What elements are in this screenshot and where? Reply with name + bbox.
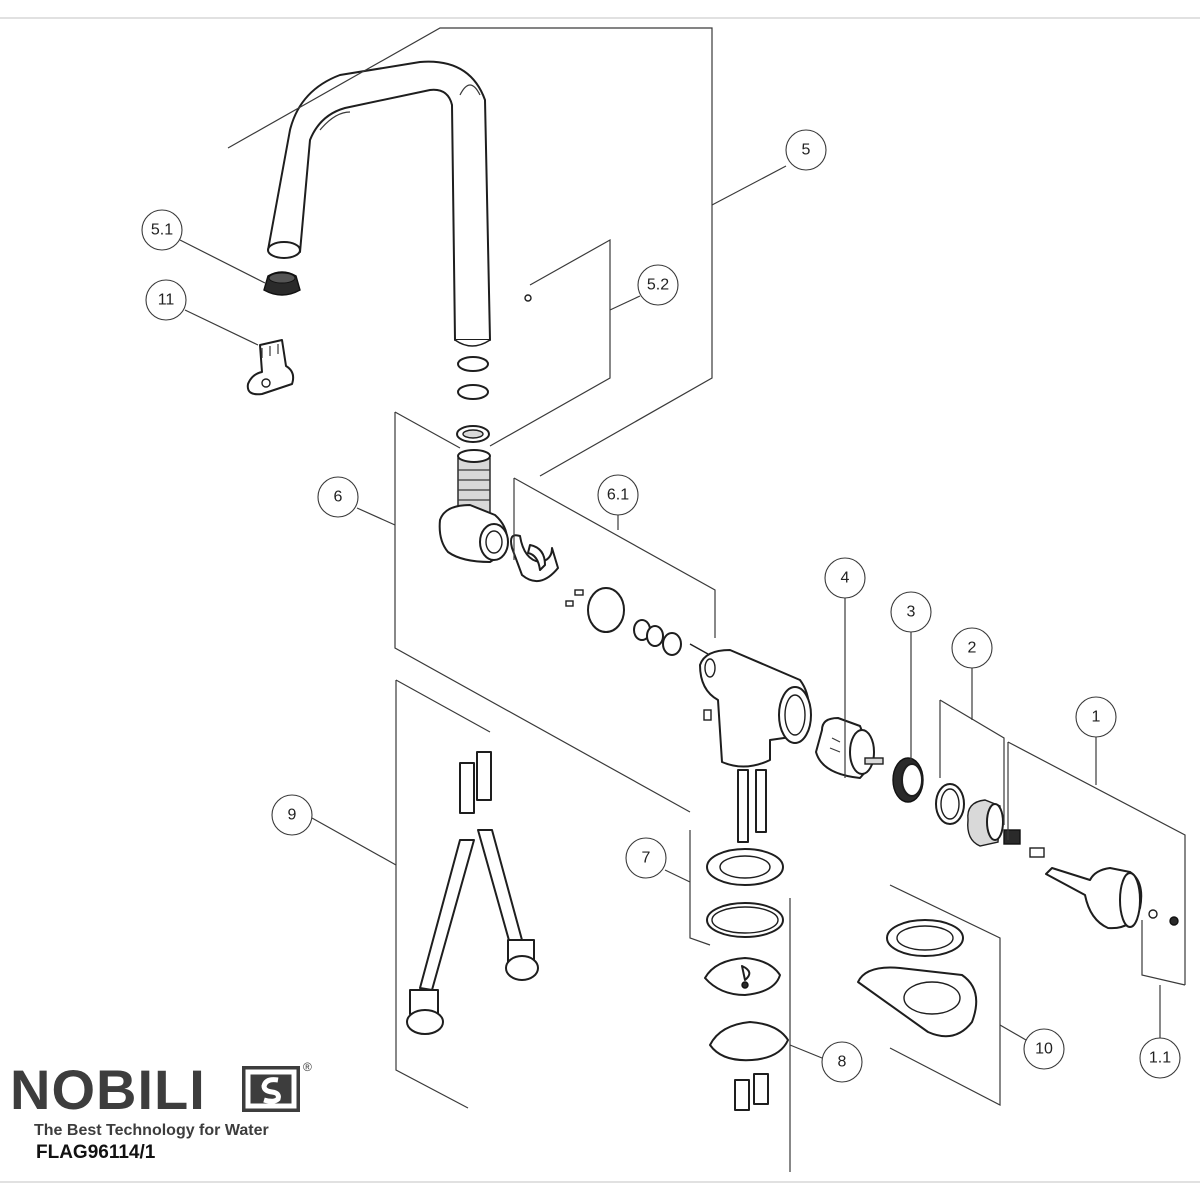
callout-11: 11 [145, 279, 187, 321]
callout-6: 6 [317, 476, 359, 518]
registered-mark: ® [303, 1060, 312, 1074]
leader-5 [711, 165, 787, 206]
svg-text:1: 1 [1092, 709, 1101, 726]
swivel-elbow [438, 449, 509, 563]
leader-10-bracket [889, 884, 1001, 1106]
lever-handle [1045, 867, 1179, 930]
leader-7 [664, 869, 691, 883]
svg-text:5: 5 [802, 142, 811, 159]
leader-1-bracket [1007, 741, 1186, 985]
cartridge [815, 717, 884, 779]
leader-2-bracket [939, 699, 1005, 825]
brand-mark-icon [242, 1066, 300, 1112]
leader-6-top [394, 411, 461, 449]
svg-text:3: 3 [907, 604, 916, 621]
brand-name: NOBILI [10, 1058, 206, 1121]
svg-text:10: 10 [1035, 1041, 1053, 1058]
leader-5-1 [179, 239, 266, 284]
aerator-key [246, 339, 295, 396]
leader-9-top [395, 679, 491, 733]
callout-8: 8 [821, 1041, 863, 1083]
callout-3: 3 [890, 591, 932, 633]
svg-text:6: 6 [334, 489, 343, 506]
leader-6-bracket [394, 412, 691, 813]
brand-tagline: The Best Technology for Water [34, 1122, 269, 1139]
flex-hoses [406, 751, 539, 1035]
leader-1-1-bracket [1141, 920, 1186, 986]
part-code: FLAG96114/1 [36, 1142, 156, 1163]
callout-9: 9 [271, 794, 313, 836]
spout-seals [456, 294, 532, 443]
leader-6-1-bracket [513, 477, 716, 638]
leader-5-2-bracket [489, 238, 611, 447]
callout-5-2: 5.2 [637, 264, 679, 306]
brand-logo: NOBILI ® The Best Technology for Water [10, 1058, 312, 1140]
leader-9-bracket [395, 680, 469, 1109]
ring-nut [892, 757, 924, 803]
callout-7: 7 [625, 837, 667, 879]
callout-2: 2 [951, 627, 993, 669]
svg-text:11: 11 [158, 292, 175, 309]
leader-5-bracket [227, 27, 713, 477]
callout-1: 1 [1075, 696, 1117, 738]
svg-text:7: 7 [642, 850, 651, 867]
leader-9 [311, 817, 397, 866]
svg-text:6.1: 6.1 [607, 487, 629, 504]
svg-text:8: 8 [838, 1054, 847, 1071]
svg-text:4: 4 [841, 570, 850, 587]
callout-10: 10 [1023, 1028, 1065, 1070]
callout-4: 4 [824, 557, 866, 599]
leader-11 [184, 309, 259, 346]
elbow-clips-seals [510, 534, 709, 656]
base-plate [857, 919, 978, 1038]
aerator [263, 271, 301, 296]
leader-7-bracket [689, 830, 711, 946]
svg-text:5.2: 5.2 [647, 277, 669, 294]
svg-text:1.1: 1.1 [1149, 1050, 1171, 1067]
leader-8 [789, 1044, 823, 1059]
callout-1-1: 1.1 [1139, 1037, 1181, 1079]
spout [267, 60, 491, 347]
leader-10 [999, 1024, 1027, 1041]
callout-5: 5 [785, 129, 827, 171]
mixer-body [699, 649, 812, 843]
base-washers [706, 848, 784, 938]
callout-6-1: 6.1 [597, 474, 639, 516]
leader-5-2 [609, 295, 641, 311]
leader-6 [356, 507, 396, 526]
svg-text:5.1: 5.1 [151, 222, 173, 239]
fixing-kit [704, 957, 789, 1111]
svg-text:9: 9 [288, 807, 297, 824]
cover-cap [935, 783, 1045, 858]
callout-5-1: 5.1 [141, 209, 183, 251]
svg-text:2: 2 [968, 640, 977, 657]
